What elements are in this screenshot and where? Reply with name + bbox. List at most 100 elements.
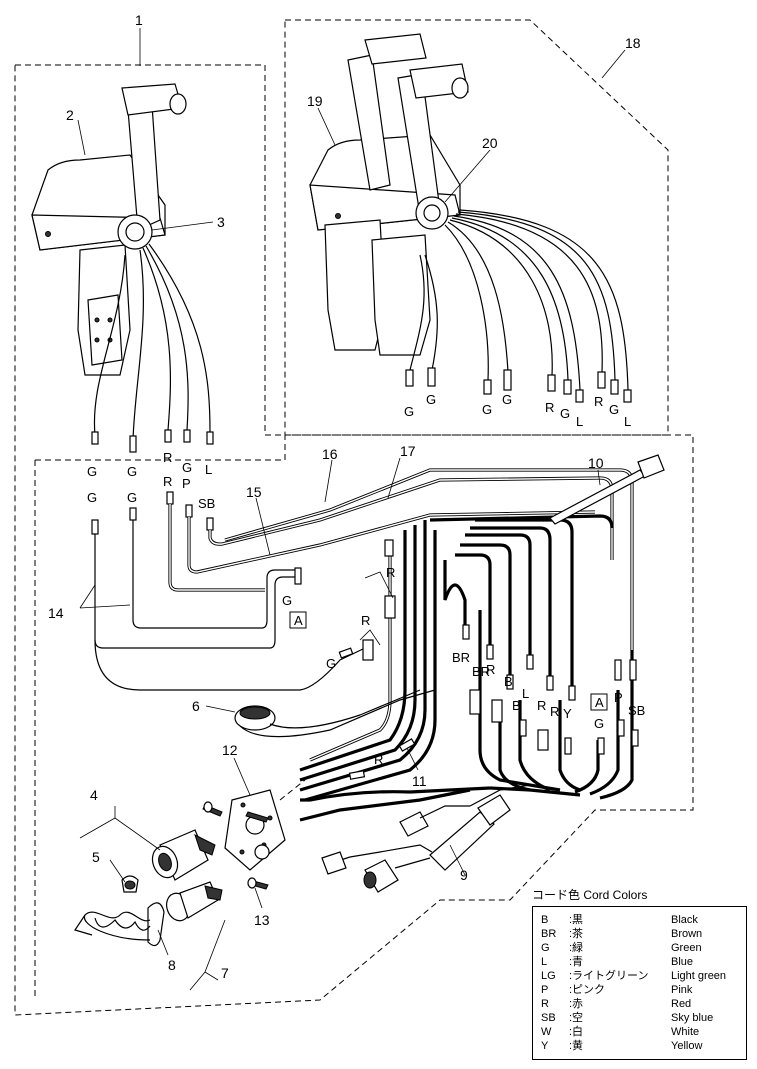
mid-wire-label: G <box>87 490 97 505</box>
legend-jp: :空 <box>569 1012 584 1024</box>
legend-jp: :白 <box>569 1026 584 1038</box>
harness-label: L <box>522 686 529 701</box>
top-wire-label: R <box>594 394 603 409</box>
single-wire-labels: G G R G P L <box>87 450 212 491</box>
legend-code: Y <box>541 1040 549 1052</box>
callout-19: 19 <box>307 93 323 109</box>
legend-en: Yellow <box>671 1040 703 1052</box>
connector-g-label: G <box>282 593 292 608</box>
legend-en: Pink <box>671 984 693 996</box>
callout-1: 1 <box>135 12 143 28</box>
callout-5: 5 <box>92 849 100 865</box>
single-wire-label: G <box>127 464 137 479</box>
legend-en: Light green <box>671 970 727 982</box>
callout-11: 11 <box>412 773 427 789</box>
mid-wire-label: SB <box>198 496 215 511</box>
stop-switch <box>74 881 223 947</box>
harness-label: R <box>361 613 370 628</box>
callout-3: 3 <box>217 214 225 230</box>
callout-6: 6 <box>192 698 200 714</box>
legend-jp: :ピンク <box>569 984 606 996</box>
single-wire-label: P <box>182 476 191 491</box>
legend-en: Blue <box>671 956 694 968</box>
callout-7: 7 <box>221 965 229 981</box>
single-wire-label: G <box>87 464 97 479</box>
legend-code: SB <box>541 1012 556 1024</box>
harness-label: BR <box>452 650 470 665</box>
harness-label: R <box>550 704 559 719</box>
legend-jp: :青 <box>569 956 584 968</box>
harness-connectors <box>348 539 639 780</box>
group-inner-boundary <box>35 435 286 461</box>
legend-code: B <box>541 914 549 926</box>
callout-13: 13 <box>254 912 270 928</box>
group-1-boundary <box>14 64 694 1016</box>
legend-en: Brown <box>671 928 703 940</box>
dual-control-wires <box>405 209 632 403</box>
callout-8: 8 <box>168 957 176 973</box>
top-wire-label: G <box>426 392 436 407</box>
top-wire-label: G <box>560 406 570 421</box>
single-remote-control <box>31 83 187 376</box>
box-a-right-label: A <box>595 695 604 710</box>
harness-label: B <box>504 674 513 689</box>
legend-jp: :黒 <box>569 914 584 926</box>
main-harness-plug <box>321 784 531 893</box>
harness-label: P <box>614 690 623 705</box>
harness-label: BR <box>472 664 490 679</box>
callout-15: 15 <box>246 484 262 500</box>
harness-label: Y <box>563 706 572 721</box>
harness-label: R <box>386 565 395 580</box>
box-a-left-label: A <box>294 613 303 628</box>
harness-label: G <box>326 656 336 671</box>
cord-color-legend: B :黒 Black BR :茶 Brown G :緑 Green L :青 B… <box>532 906 747 1060</box>
legend-code: W <box>541 1026 552 1038</box>
single-control-wires <box>91 243 214 453</box>
legend-code: G <box>541 942 550 954</box>
callout-12: 12 <box>222 742 238 758</box>
legend-title: コード色 Cord Colors <box>532 888 648 902</box>
single-wire-label: L <box>205 462 212 477</box>
legend-code: R <box>541 998 549 1010</box>
callout-14: 14 <box>48 605 64 621</box>
mid-wire-label: R <box>163 474 172 489</box>
harness-label: R <box>486 662 495 677</box>
top-wire-label: L <box>576 414 583 429</box>
legend-jp: :緑 <box>569 942 584 954</box>
callouts: 1 2 3 4 5 6 7 8 9 10 11 12 13 14 15 16 1… <box>48 12 641 991</box>
box-a-left <box>289 611 307 629</box>
legend-jp: :茶 <box>569 928 584 940</box>
callout-20: 20 <box>482 135 498 151</box>
legend-en: Black <box>671 914 698 926</box>
callout-2: 2 <box>66 107 74 123</box>
callout-10: 10 <box>588 455 604 471</box>
top-wire-label: G <box>482 402 492 417</box>
legend-jp: :黄 <box>569 1040 584 1052</box>
dual-remote-control <box>309 33 469 356</box>
screws <box>202 801 269 890</box>
callout-4: 4 <box>90 787 98 803</box>
single-wire-label: R <box>163 450 172 465</box>
top-wire-label: G <box>404 404 414 419</box>
mid-wire-labels: G G R SB <box>87 474 215 511</box>
buzzer <box>234 689 436 738</box>
harness-label: R <box>374 752 383 767</box>
harness-label: SB <box>628 703 645 718</box>
legend-code: BR <box>541 928 557 940</box>
top-wire-label: L <box>624 414 631 429</box>
harness-label: G <box>594 716 604 731</box>
top-wire-label: R <box>545 400 554 415</box>
legend-en: Green <box>671 942 702 954</box>
single-wire-label: G <box>182 460 192 475</box>
top-wire-label: G <box>609 402 619 417</box>
legend-code: L <box>541 956 548 968</box>
harness-label: R <box>537 698 546 713</box>
callout-9: 9 <box>460 867 468 883</box>
legend-en: Red <box>671 998 692 1010</box>
callout-17: 17 <box>400 443 416 459</box>
mid-wire-label: G <box>127 490 137 505</box>
legend-code: P <box>541 984 549 996</box>
legend-en: White <box>671 1026 700 1038</box>
cable-tie <box>549 454 665 525</box>
harness-labels: R R G R BR BR R B L B R R Y P G SB <box>326 565 645 767</box>
